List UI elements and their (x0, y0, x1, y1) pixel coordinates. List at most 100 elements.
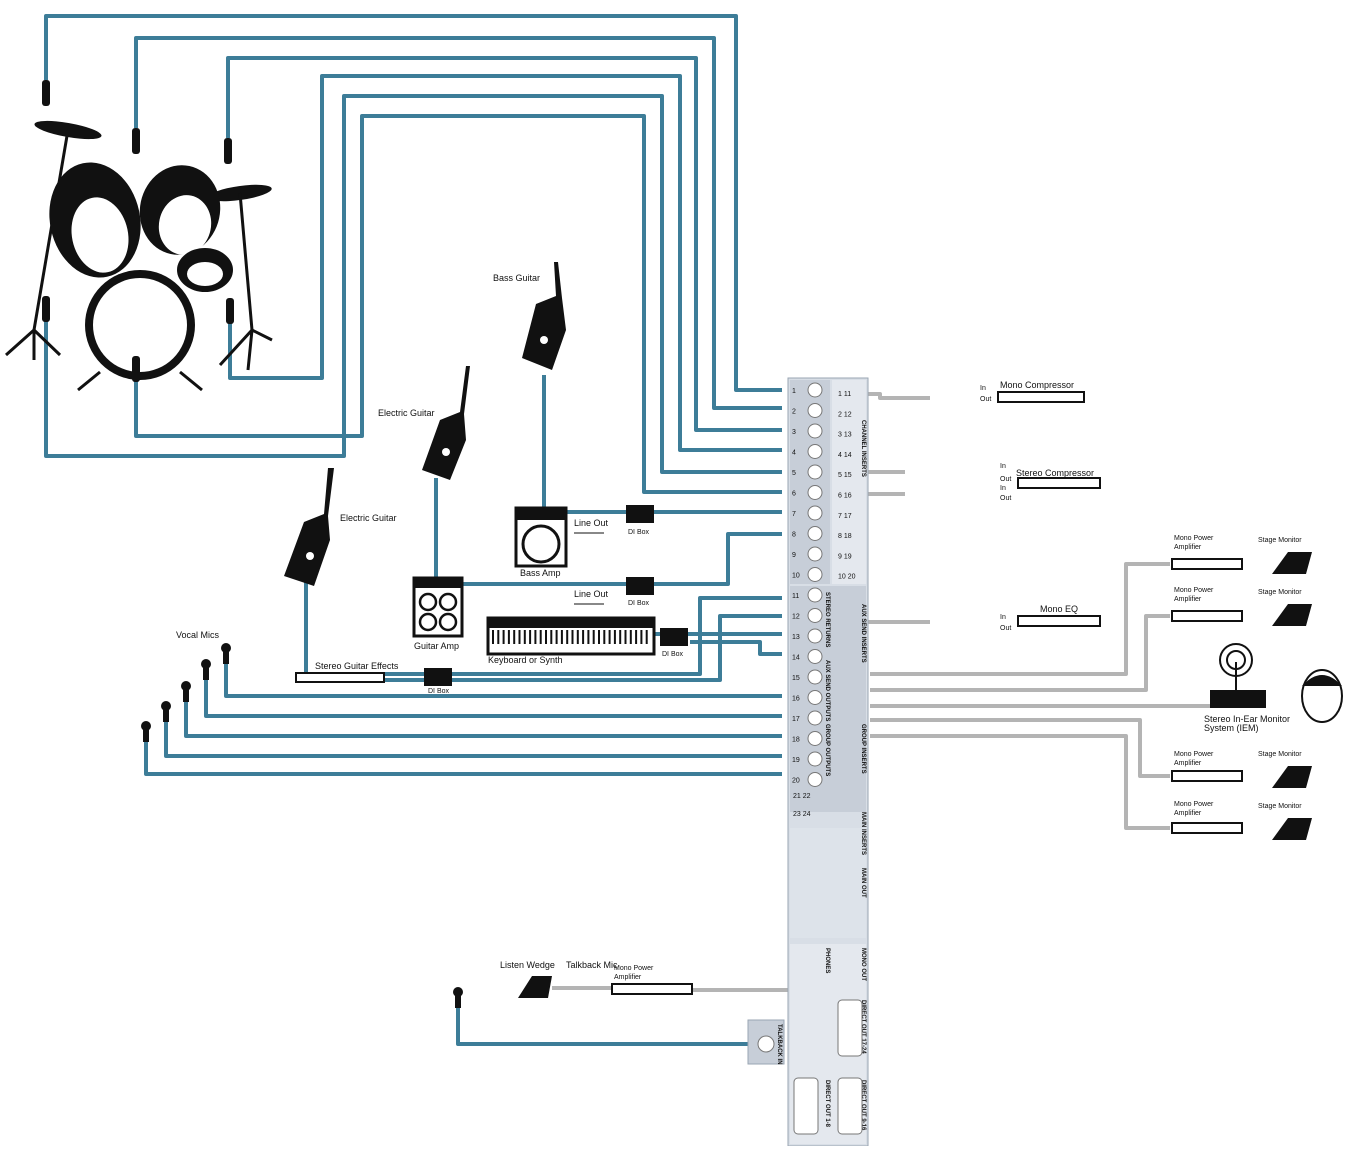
label-out-1: Out (980, 396, 991, 403)
label-electric-guitar-lower: Electric Guitar (340, 513, 397, 523)
stereo-guitar-effects (295, 672, 385, 683)
mono-compressor-unit (997, 391, 1085, 403)
section-stereo-returns: STEREO RETURNS (824, 592, 830, 647)
monitor-chain-3: Mono Power Amplifier Stage Monitor (1171, 751, 1312, 788)
listen-wedge-speaker (518, 976, 552, 998)
keyboard-key (587, 630, 590, 644)
label-bass-guitar: Bass Guitar (493, 273, 540, 283)
drum-kit-illustration (5, 120, 273, 392)
keyboard-key (624, 630, 627, 644)
channel-number-4: 4 (792, 450, 796, 457)
label-amp-2b: Amplifier (1174, 596, 1202, 603)
label-out-2: Out (1000, 476, 1011, 483)
channel-number-16: 16 (792, 696, 800, 703)
xlr-input-11 (807, 587, 823, 603)
section-direct-out-916: DIRECT OUT 9-16 (860, 1080, 866, 1131)
channel-number-9: 9 (792, 552, 796, 559)
di-box-3 (660, 628, 688, 646)
label-mono-compressor: Mono Compressor (1000, 380, 1074, 390)
keyboard-key (539, 630, 542, 644)
keyboard-key (613, 630, 616, 644)
label-stereo-guitar-effects: Stereo Guitar Effects (315, 661, 399, 671)
di-box-2 (626, 577, 654, 595)
channel-number-11: 11 (792, 593, 799, 600)
label-mono-eq: Mono EQ (1040, 604, 1078, 614)
keyboard-key (635, 630, 638, 644)
keyboard-key (603, 630, 606, 644)
label-talkback-amp-a: Mono Power (614, 965, 654, 972)
label-amp-3b: Amplifier (1174, 760, 1202, 767)
section-aux-send-outputs: AUX SEND OUTPUTS (824, 660, 830, 721)
instrument-cables (304, 375, 782, 682)
xlr-input-14 (807, 649, 823, 664)
keyboard-key (629, 630, 632, 644)
xlr-input-7 (807, 505, 823, 521)
monitor-chain-4: Mono Power Amplifier Stage Monitor (1171, 801, 1312, 840)
xlr-input-15 (807, 669, 823, 685)
vocal-microphones (141, 643, 463, 1008)
mixer-label-21-22: 21 22 (793, 793, 811, 800)
insert-pair-2: 2 12 (838, 411, 852, 418)
channel-number-20: 20 (792, 778, 800, 785)
label-amp-3a: Mono Power (1174, 751, 1214, 758)
monitor-chain-2: Mono Power Amplifier Stage Monitor (1171, 587, 1312, 626)
xlr-input-6 (807, 485, 823, 500)
drum-mic-cables (44, 14, 782, 494)
label-iem-2: System (IEM) (1204, 723, 1259, 733)
xlr-input-13 (807, 628, 823, 644)
xlr-input-2 (807, 403, 823, 418)
section-aux-send-inserts: AUX SEND INSERTS (860, 604, 866, 663)
channel-number-17: 17 (792, 716, 800, 723)
keyboard-key (576, 630, 579, 644)
keyboard-synth (486, 616, 656, 656)
keyboard-key (640, 630, 643, 644)
label-in-3: In (1000, 485, 1006, 492)
stereo-compressor-unit (1017, 477, 1101, 489)
label-in-4: In (1000, 614, 1006, 621)
keyboard-key (555, 630, 558, 644)
channel-number-13: 13 (792, 634, 800, 641)
section-phones: PHONES (824, 948, 830, 973)
label-talkback-amp-b: Amplifier (614, 974, 642, 981)
di-box-4 (424, 668, 452, 686)
label-line-out-2: Line Out (574, 589, 609, 599)
section-group-outputs: GROUP OUTPUTS (824, 724, 830, 776)
channel-number-1: 1 (792, 388, 796, 395)
xlr-input-20 (807, 772, 823, 787)
keyboard-key (523, 630, 526, 644)
channel-number-7: 7 (792, 511, 796, 518)
label-out-3: Out (1000, 495, 1011, 502)
insert-pair-8: 8 18 (838, 533, 852, 540)
xlr-input-19 (807, 751, 823, 767)
insert-pair-10: 10 20 (838, 574, 856, 581)
talkback-xlr-jack (757, 1035, 775, 1053)
label-in-2: In (1000, 463, 1006, 470)
keyboard-key (507, 630, 510, 644)
channel-number-3: 3 (792, 429, 796, 436)
label-amp-2a: Mono Power (1174, 587, 1214, 594)
xlr-input-4 (807, 444, 823, 459)
vocal-mic-cables (144, 660, 782, 1046)
label-di-box-1: DI Box (628, 529, 650, 536)
channel-number-5: 5 (792, 470, 796, 477)
xlr-input-10 (807, 567, 823, 582)
bass-guitar (522, 262, 566, 370)
insert-pair-1: 1 11 (838, 391, 851, 398)
insert-pair-7: 7 17 (838, 513, 852, 520)
label-electric-guitar-upper: Electric Guitar (378, 408, 435, 418)
xlr-input-8 (807, 526, 823, 541)
keyboard-key (513, 630, 516, 644)
insert-pair-3: 3 13 (838, 432, 852, 439)
keyboard-key (550, 630, 553, 644)
di-box-1 (626, 505, 654, 523)
section-direct-out-18: DIRECT OUT 1-8 (824, 1080, 830, 1128)
label-in-1: In (980, 385, 986, 392)
electric-guitar-upper (422, 366, 470, 480)
insert-pair-9: 9 19 (838, 553, 852, 560)
section-mono-out: MONO OUT (860, 948, 866, 981)
xlr-input-3 (807, 423, 823, 439)
label-monitor-2: Stage Monitor (1258, 589, 1302, 596)
label-guitar-amp: Guitar Amp (414, 641, 459, 651)
monitor-chain-1: Mono Power Amplifier Stage Monitor (1171, 535, 1312, 574)
